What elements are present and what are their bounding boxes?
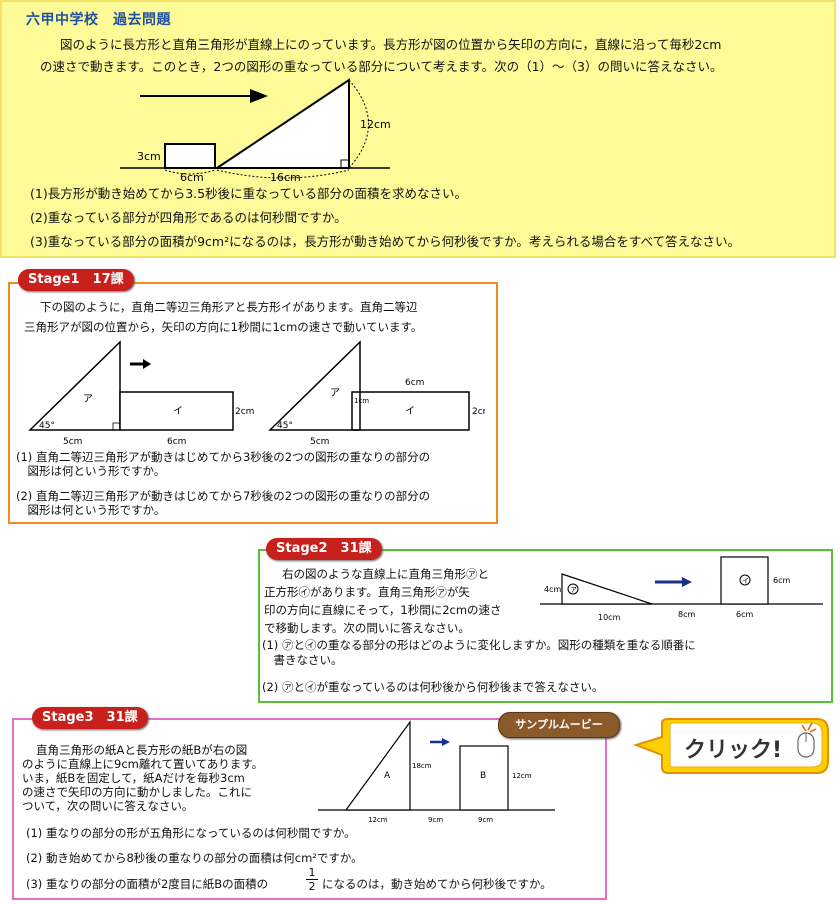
stage1-intro-2: 三角形アが図の位置から，矢印の方向に1秒間に1cmの速さで動いています。 [24, 320, 423, 334]
svg-text:18cm: 18cm [412, 762, 432, 770]
fraction-denominator: 2 [308, 880, 316, 893]
label-16cm: 16cm [270, 171, 301, 184]
svg-text:9cm: 9cm [478, 816, 493, 824]
stage3-intro-1: 直角三角形の紙Aと長方形の紙Bが右の図 [36, 743, 248, 757]
stage3-intro-4: の速さで矢印の方向に動かしました。これに [22, 785, 252, 799]
stage1-tag: Stage1 17課 [18, 269, 134, 291]
sample-movie-button[interactable]: サンプルムービー [498, 712, 620, 738]
svg-text:B: B [480, 771, 486, 781]
stage2-tag: Stage2 31課 [266, 538, 382, 560]
top-figure: 3cm 6cm 12cm 16cm [120, 78, 391, 184]
svg-text:8cm: 8cm [678, 610, 695, 619]
svg-text:45°: 45° [39, 421, 55, 431]
kobe-problem-panel [0, 0, 836, 258]
svg-text:12cm: 12cm [368, 816, 388, 824]
svg-text:4cm: 4cm [544, 585, 561, 594]
svg-text:6cm: 6cm [736, 610, 753, 619]
triangle-a [561, 573, 653, 605]
stage3-q2: (2) 動き始めてから8秒後の重なりの部分の面積は何cm²ですか。 [26, 851, 363, 865]
top-question-2: (2)重なっている部分が四角形であるのは何秒間ですか。 [30, 210, 347, 225]
svg-text:1cm: 1cm [354, 397, 369, 405]
svg-text:5cm: 5cm [63, 437, 82, 445]
mouse-icon [797, 722, 817, 758]
stage2-intro-2: 正方形㋑があります。直角三角形㋐が矢 [264, 585, 470, 599]
rectangle-i-left [119, 391, 234, 431]
moving-rectangle [164, 143, 216, 169]
stage3-intro-5: ついて，次の問いに答えなさい。 [22, 799, 194, 813]
triangle-a-left [28, 340, 121, 431]
arrow-right-icon [682, 577, 692, 587]
triangle-a-right [268, 340, 361, 431]
right-triangle [213, 78, 350, 169]
svg-text:イ: イ [405, 406, 415, 417]
stage3-tag: Stage3 31課 [32, 707, 148, 729]
intro-line-1: 図のように長方形と直角三角形が直線上にのっています。長方形が図の位置から矢印の方… [60, 37, 722, 52]
svg-text:2cm: 2cm [472, 407, 485, 417]
stage3-intro-3: いま，紙Bを固定して，紙Aだけを毎秒3cm [22, 771, 245, 785]
top-question-1: (1)長方形が動き始めてから3.5秒後に重なっている部分の面積を求めなさい。 [30, 186, 467, 201]
label-6cm: 6cm [180, 171, 204, 184]
school-title: 六甲中学校 過去問題 [26, 12, 171, 28]
label-3cm: 3cm [137, 150, 161, 163]
svg-text:9cm: 9cm [428, 816, 443, 824]
triangle-paper-a [344, 720, 411, 811]
svg-text:イ: イ [742, 577, 749, 585]
stage1-intro-1: 下の図のように，直角二等辺三角形アと長方形イがあります。直角二等辺 [40, 300, 418, 314]
square-i [720, 556, 769, 605]
rectangle-i-right [351, 391, 470, 431]
stage2-intro-4: で移動します。次の問いに答えなさい。 [264, 621, 470, 635]
svg-text:ア: ア [83, 394, 93, 405]
svg-text:45°: 45° [277, 421, 293, 431]
stage3-figure: A B 18cm 12cm 9cm 9cm 12cm [318, 720, 555, 824]
stage3-intro-2: のように直線上に9cm離れて置いてあります。 [22, 757, 264, 771]
stage2-q1-line1: (1) ㋐と㋑の重なる部分の形はどのように変化しますか。図形の種類を重なる順番に [262, 638, 696, 652]
click-label: クリック! [684, 738, 782, 763]
stage2-q2: (2) ㋐と㋑が重なっているのは何秒後から何秒後まで答えなさい。 [262, 680, 604, 694]
stage3-q1: (1) 重なりの部分の形が五角形になっているのは何秒間ですか。 [26, 826, 356, 840]
arrow-right-icon [442, 738, 450, 746]
stage1-q1-line2: 図形は何という形ですか。 [16, 464, 166, 478]
stage2-figure: ア イ 4cm 10cm 8cm 6cm 6cm [540, 556, 823, 622]
stage2-intro-1: 右の図のような直線上に直角三角形㋐と [282, 567, 489, 581]
top-question-3: (3)重なっている部分の面積が9cm²になるのは，長方形が動き始めてから何秒後で… [30, 234, 740, 249]
svg-text:6cm: 6cm [405, 378, 424, 388]
stage1-q1-line1: (1) 直角二等辺三角形アが動きはじめてから3秒後の2つの図形の重なりの部分の [16, 450, 431, 464]
intro-line-2: の速さで動きます。このとき，2つの図形の重なっている部分について考えます。次の（… [40, 59, 723, 74]
svg-text:A: A [384, 771, 391, 781]
stage2-q1-line2: 書きなさい。 [262, 653, 343, 667]
fraction-half: 1 2 [306, 866, 318, 893]
stage1-figure: ア イ 45° 5cm 6cm 2cm ア イ 1cm 45° 5cm 6cm … [28, 340, 485, 445]
label-12cm: 12cm [360, 118, 391, 131]
svg-text:5cm: 5cm [310, 437, 329, 445]
stage1-q2-line1: (2) 直角二等辺三角形アが動きはじめてから7秒後の2つの図形の重なりの部分の [16, 489, 431, 503]
fraction-numerator: 1 [306, 866, 318, 880]
svg-text:10cm: 10cm [598, 613, 621, 622]
arrow-right-icon [143, 359, 151, 369]
rectangle-paper-b [459, 745, 509, 811]
arrow-right-icon [250, 89, 268, 103]
svg-text:イ: イ [173, 406, 183, 417]
svg-text:ア: ア [570, 586, 577, 594]
stage2-intro-3: 印の方向に直線にそって，1秒間に2cmの速さ [264, 603, 502, 617]
svg-text:6cm: 6cm [167, 437, 186, 445]
svg-text:2cm: 2cm [235, 407, 254, 417]
click-callout[interactable]: クリック! [622, 715, 832, 785]
stage3-q3-part2: になるのは，動き始めてから何秒後ですか。 [322, 877, 552, 891]
svg-text:6cm: 6cm [773, 576, 790, 585]
svg-text:ア: ア [330, 388, 340, 399]
svg-text:12cm: 12cm [512, 772, 532, 780]
stage1-q2-line2: 図形は何という形ですか。 [16, 503, 166, 517]
stage3-q3-part1: (3) 重なりの部分の面積が2度目に紙Bの面積の [26, 877, 269, 891]
